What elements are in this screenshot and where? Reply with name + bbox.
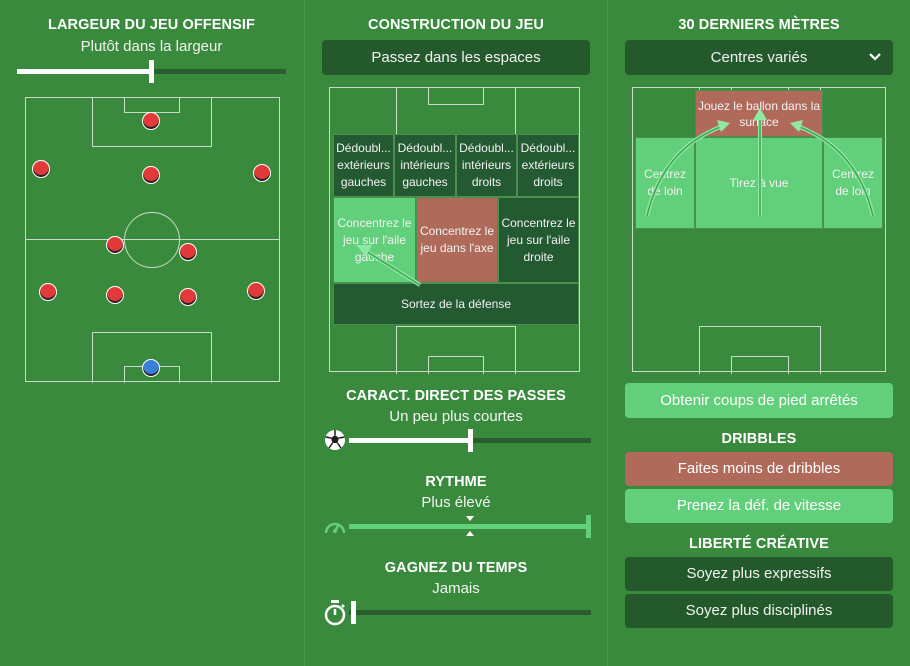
- final-third-title: 30 DERNIERS MÈTRES: [678, 17, 840, 33]
- final-third-pitch: Jouez le ballon dans la surface Centrez …: [632, 87, 886, 374]
- build-up-option-button[interactable]: Passez dans les espaces: [322, 40, 590, 75]
- time-wasting-value: Jamais: [432, 580, 480, 597]
- passing-directness-slider[interactable]: [349, 429, 591, 452]
- stopwatch-icon: [324, 600, 346, 626]
- player-center-back-right[interactable]: [179, 288, 197, 306]
- player-right-back[interactable]: [247, 282, 265, 300]
- zone-overlap-outside-left[interactable]: Dédoubl... extérieurs gauches: [333, 134, 394, 197]
- run-at-defence-button[interactable]: Prenez la déf. de vitesse: [625, 489, 893, 523]
- attacking-width-slider-handle[interactable]: [149, 60, 154, 83]
- attacking-width-title: LARGEUR DU JEU OFFENSIF: [48, 17, 255, 33]
- zone-overlap-outside-right[interactable]: Dédoubl... extérieurs droits: [517, 134, 579, 197]
- zone-overlap-inside-left[interactable]: Dédoubl... intérieurs gauches: [394, 134, 456, 197]
- final-third-bottom-goal-box: [731, 356, 789, 374]
- bottom-penalty-box: [92, 332, 212, 383]
- top-penalty-box: [92, 97, 212, 147]
- be-more-disciplined-button[interactable]: Soyez plus disciplinés: [625, 594, 893, 628]
- chevron-down-icon: [869, 53, 881, 61]
- build-up-bottom-penalty-box: [396, 326, 516, 374]
- formation-pitch: [25, 97, 280, 383]
- final-third-dropdown[interactable]: Centres variés: [625, 40, 893, 75]
- player-left-winger[interactable]: [32, 160, 50, 178]
- tempo-value: Plus élevé: [421, 494, 491, 511]
- zone-overlap-inside-right[interactable]: Dédoubl... intérieurs droits: [456, 134, 517, 197]
- final-third-arrows-icon: [645, 108, 875, 217]
- top-goal-box: [124, 97, 180, 113]
- dribble-less-button[interactable]: Faites moins de dribbles: [625, 452, 893, 486]
- player-striker[interactable]: [142, 112, 160, 130]
- player-central-mid-left[interactable]: [106, 236, 124, 254]
- center-circle: [124, 212, 180, 268]
- zone-play-out-of-defence[interactable]: Sortez de la défense: [333, 283, 579, 325]
- attacking-width-slider[interactable]: [17, 60, 286, 83]
- passing-directness-value: Un peu plus courtes: [389, 408, 523, 425]
- tempo-slider-handle[interactable]: [586, 515, 591, 538]
- dribbling-title: DRIBBLES: [721, 431, 797, 447]
- football-icon: [325, 430, 345, 450]
- passing-directness-slider-handle[interactable]: [468, 429, 473, 452]
- speedometer-icon: [324, 522, 346, 534]
- player-goalkeeper[interactable]: [142, 359, 160, 377]
- final-third-bottom-penalty-box: [699, 326, 821, 374]
- time-wasting-slider[interactable]: [349, 601, 591, 624]
- zone-focus-center[interactable]: Concentrez le jeu dans l'axe: [416, 197, 498, 283]
- zone-focus-right-wing[interactable]: Concentrez le jeu sur l'aile droite: [498, 197, 579, 283]
- build-up-top-goal-box: [428, 87, 484, 105]
- get-set-pieces-button[interactable]: Obtenir coups de pied arrêtés: [625, 383, 893, 418]
- tempo-default-marker-icon: [466, 516, 474, 536]
- passing-directness-slider-fill: [349, 438, 470, 443]
- player-left-back[interactable]: [39, 283, 57, 301]
- final-third-panel: 30 DERNIERS MÈTRES Centres variés Jouez …: [608, 0, 910, 666]
- player-right-winger[interactable]: [253, 164, 271, 182]
- player-attacking-mid[interactable]: [142, 166, 160, 184]
- attacking-width-value: Plutôt dans la largeur: [80, 38, 223, 55]
- time-wasting-slider-handle[interactable]: [351, 601, 356, 624]
- attacking-width-slider-fill: [17, 69, 151, 74]
- build-up-arrow-icon: [356, 245, 422, 287]
- attacking-width-panel: LARGEUR DU JEU OFFENSIF Plutôt dans la l…: [0, 0, 303, 666]
- build-up-panel: CONSTRUCTION DU JEU Passez dans les espa…: [304, 0, 608, 666]
- creative-freedom-title: LIBERTÉ CRÉATIVE: [689, 536, 829, 552]
- final-third-dropdown-value: Centres variés: [710, 49, 808, 66]
- time-wasting-title: GAGNEZ DU TEMPS: [384, 560, 528, 576]
- passing-directness-title: CARACT. DIRECT DES PASSES: [346, 388, 566, 404]
- zone-cross-from-deep-left[interactable]: Centrez de loin: [635, 137, 695, 229]
- player-central-mid-right[interactable]: [179, 243, 197, 261]
- tempo-title: RYTHME: [425, 474, 487, 490]
- zone-focus-left-wing[interactable]: Concentrez le jeu sur l'aile gauche: [333, 197, 416, 283]
- build-up-bottom-goal-box: [428, 356, 484, 374]
- tempo-slider[interactable]: [349, 515, 591, 538]
- build-up-title: CONSTRUCTION DU JEU: [368, 17, 544, 33]
- be-more-expressive-button[interactable]: Soyez plus expressifs: [625, 557, 893, 591]
- build-up-pitch: Dédoubl... extérieurs gauches Dédoubl...…: [329, 87, 580, 374]
- player-center-back-left[interactable]: [106, 286, 124, 304]
